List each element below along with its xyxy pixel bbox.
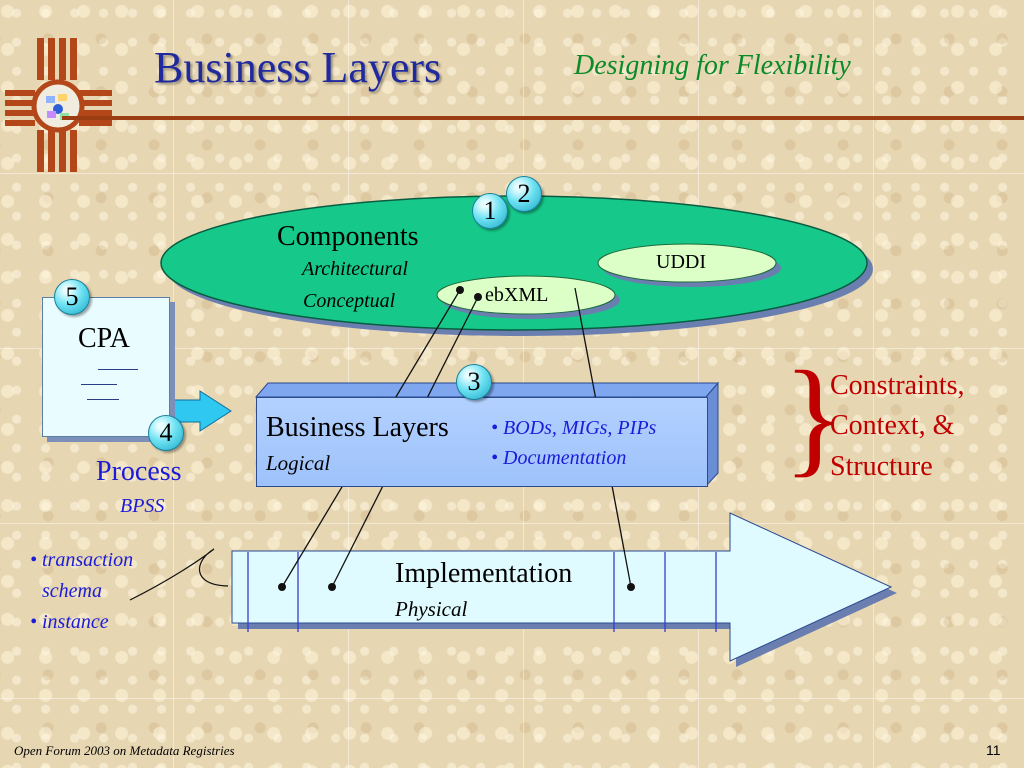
footer-text: Open Forum 2003 on Metadata Registries bbox=[14, 743, 235, 758]
implementation-arrow bbox=[231, 512, 893, 662]
ebxml-ellipse bbox=[436, 275, 616, 315]
badge-5: 5 bbox=[54, 279, 90, 315]
process-bpss: BPSS bbox=[120, 495, 165, 517]
title-rule bbox=[62, 116, 1024, 120]
badge-3: 3 bbox=[456, 364, 492, 400]
business-layers-logical: Logical bbox=[266, 451, 331, 475]
slide-title: Business Layers bbox=[154, 43, 442, 92]
business-bullet-bods: • BODs, MIGs, PIPs bbox=[491, 417, 657, 439]
business-layers-box bbox=[256, 397, 708, 487]
components-conceptual: Conceptual bbox=[303, 290, 396, 312]
ebxml-label: ebXML bbox=[485, 284, 549, 306]
components-architectural: Architectural bbox=[302, 258, 408, 280]
badge-4: 4 bbox=[148, 415, 184, 451]
bullet-schema: schema bbox=[42, 580, 102, 602]
process-label: Process bbox=[96, 456, 182, 487]
badge-2: 2 bbox=[506, 176, 542, 212]
badge-1: 1 bbox=[472, 193, 508, 229]
bullet-instance: • instance bbox=[30, 611, 109, 633]
uddi-ellipse bbox=[597, 243, 777, 283]
implementation-physical: Physical bbox=[395, 597, 468, 621]
constraints-line-1: Constraints, bbox=[830, 370, 965, 401]
page-number: 11 bbox=[986, 742, 1001, 758]
constraints-line-2: Context, & bbox=[830, 410, 955, 441]
business-layers-label: Business Layers bbox=[266, 412, 449, 443]
components-label: Components bbox=[277, 221, 419, 252]
cpa-label: CPA bbox=[78, 323, 130, 354]
cpa-document bbox=[42, 297, 170, 437]
constraints-line-3: Structure bbox=[830, 451, 933, 482]
business-bullet-documentation: • Documentation bbox=[491, 447, 627, 469]
uddi-label: UDDI bbox=[656, 251, 706, 273]
implementation-label: Implementation bbox=[395, 558, 573, 589]
bullet-transaction: • transaction bbox=[30, 549, 134, 571]
constraints-brace: } bbox=[783, 345, 846, 489]
slide-subtitle: Designing for Flexibility bbox=[574, 50, 851, 81]
transaction-connector bbox=[129, 548, 229, 601]
